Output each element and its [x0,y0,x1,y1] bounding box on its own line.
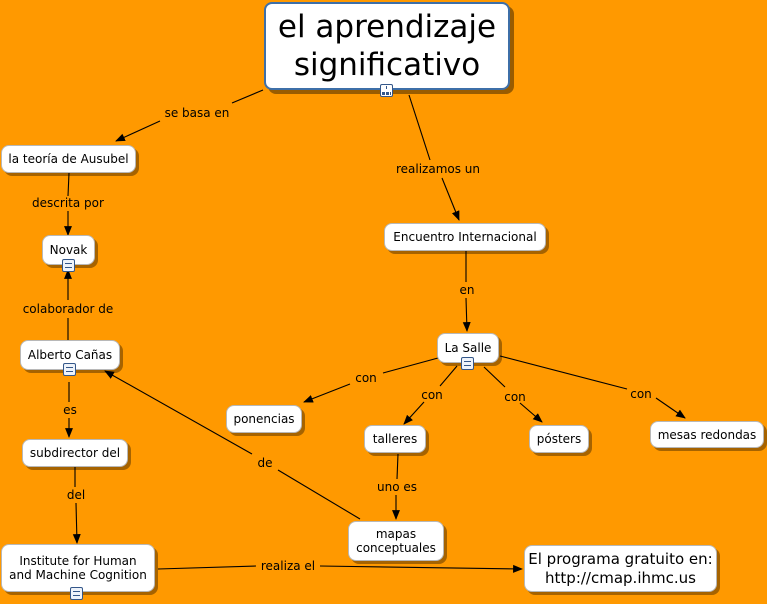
concept-talleres[interactable]: talleres [364,425,426,453]
link-label-del[interactable]: del [66,488,86,502]
concept-teoria-ausubel[interactable]: la teoría de Ausubel [1,145,136,173]
link-label-se-basa-en[interactable]: se basa en [164,106,230,120]
link-label-con-talleres[interactable]: con [421,388,443,402]
document-icon[interactable] [62,259,75,272]
main-concept-node[interactable]: el aprendizaje significativo [264,2,510,90]
document-icon[interactable] [70,587,83,600]
link-label-de[interactable]: de [257,456,273,470]
concept-encuentro-internacional[interactable]: Encuentro Internacional [384,223,546,251]
concept-mesas-redondas[interactable]: mesas redondas [650,421,764,448]
link-label-en[interactable]: en [459,283,475,297]
document-icon[interactable] [461,357,474,370]
link-label-uno-es[interactable]: uno es [376,480,418,494]
concept-institute[interactable]: Institute for Human and Machine Cognitio… [1,544,155,592]
document-icon[interactable] [63,363,76,376]
concept-programa-gratuito[interactable]: El programa gratuito en: http://cmap.ihm… [524,545,717,592]
link-label-realizamos-un[interactable]: realizamos un [395,162,481,176]
link-label-realiza-el[interactable]: realiza el [260,559,316,573]
concept-posters[interactable]: pósters [529,425,589,453]
link-label-colaborador-de[interactable]: colaborador de [22,302,114,316]
concept-subdirector[interactable]: subdirector del [22,439,128,467]
link-label-con-posters[interactable]: con [504,390,526,404]
link-label-con-ponencias[interactable]: con [355,371,377,385]
concept-ponencias[interactable]: ponencias [226,405,302,433]
concept-mapas-conceptuales[interactable]: mapas conceptuales [348,521,444,561]
concept-map-icon[interactable] [380,84,393,97]
link-label-descrita-por[interactable]: descrita por [32,196,104,210]
link-label-con-mesas[interactable]: con [630,387,652,401]
link-label-es[interactable]: es [63,403,77,417]
concept-novak[interactable]: Novak [42,235,95,265]
